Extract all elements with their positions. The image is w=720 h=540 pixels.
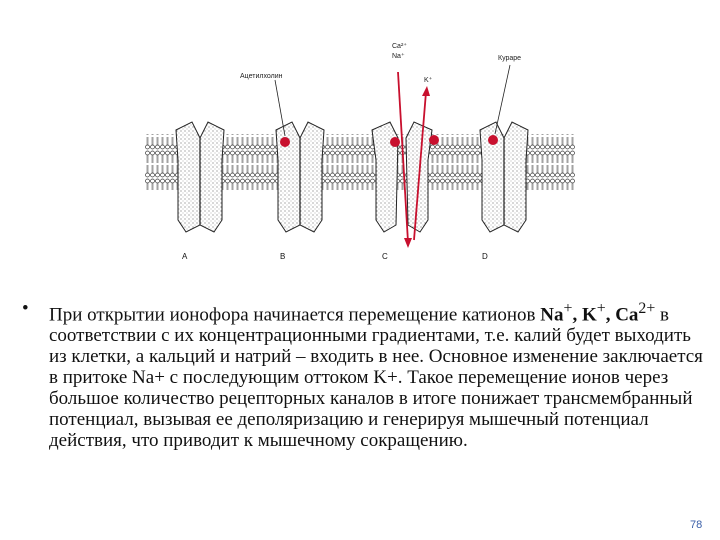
agonist-dot-b: [280, 137, 290, 147]
bullet-mark: •: [22, 298, 29, 319]
page-number: 78: [690, 519, 703, 531]
body-paragraph: • При открытии ионофора начинается перем…: [22, 298, 712, 451]
potassium-efflux-arrow: [413, 86, 430, 241]
agonist-dot-d: [488, 135, 498, 145]
potassium-label: K⁺: [424, 76, 433, 84]
agonist-dot-c2: [429, 135, 439, 145]
channel-b: [275, 121, 325, 233]
ions-bottom-label: Na⁺: [392, 52, 405, 60]
body-text: При открытии ионофора начинается перемещ…: [49, 300, 703, 452]
acetylcholine-label: Ацетилхолин: [240, 73, 283, 80]
channel-c: [371, 121, 439, 233]
enzyme-label: Кураре: [498, 55, 521, 62]
potassium-symbol: , K: [572, 304, 597, 326]
agonist-dot-c1: [390, 137, 400, 147]
acetylcholine-pointer: [274, 79, 286, 137]
panel-label-c: C: [382, 252, 388, 261]
channel-a: [175, 121, 225, 233]
ion-channel-figure: Ацетилхолин Ca²⁺ Na⁺ K⁺ Кураре A B C D: [140, 10, 580, 275]
panel-label-a: A: [182, 252, 188, 261]
ion-influx-arrow: [397, 71, 412, 248]
sodium-symbol: Na: [540, 304, 564, 326]
calcium-symbol: , Ca: [605, 304, 639, 326]
panel-label-d: D: [482, 252, 488, 261]
panel-label-b: B: [280, 252, 285, 261]
channel-d: [479, 121, 529, 233]
ions-top-label: Ca²⁺: [392, 42, 407, 50]
enzyme-pointer: [494, 64, 511, 135]
